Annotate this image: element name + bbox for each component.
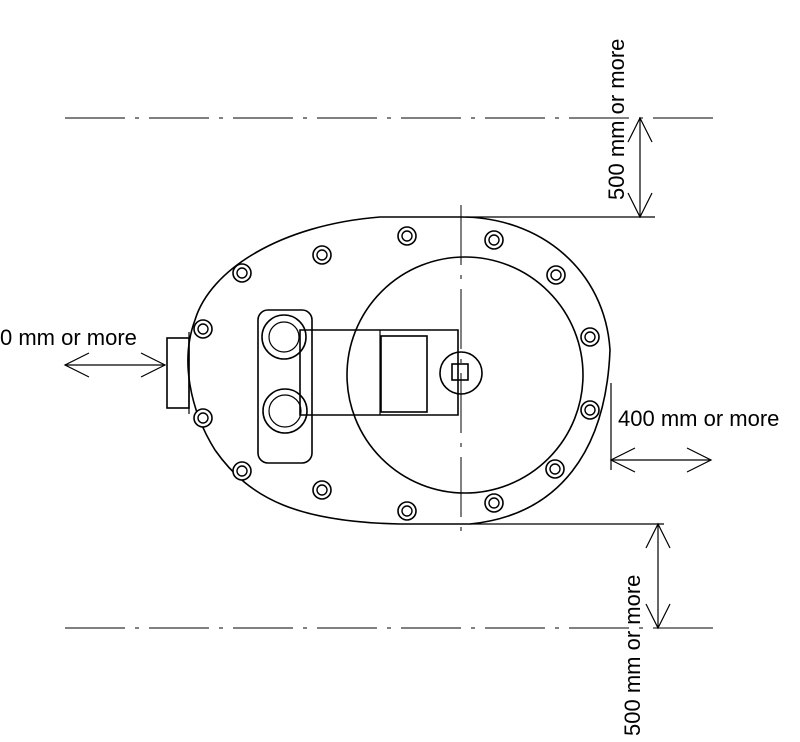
robot-base-outline [187, 216, 611, 525]
bolt-icon [193, 319, 213, 339]
bolt-icon [397, 501, 417, 521]
shaft-key [451, 363, 469, 381]
bolt-icon [546, 265, 566, 285]
cable-connector [166, 337, 190, 409]
bolt-icon [580, 400, 600, 420]
bolt-icon [232, 461, 252, 481]
bolt-icon [397, 226, 417, 246]
motor-cap-upper [261, 314, 307, 360]
bolt-icon [193, 408, 213, 428]
base-bolts [193, 226, 600, 521]
left-clearance-label: 0 mm or more [0, 325, 137, 350]
motor-cap-lower [262, 388, 308, 434]
shaft-outer [439, 351, 483, 395]
right-clearance-label: 400 mm or more [618, 406, 779, 431]
bolt-icon [484, 493, 504, 513]
top-clearance-label: 500 mm or more [604, 39, 629, 200]
arm-joint-block [380, 335, 428, 413]
bolt-icon [232, 263, 252, 283]
bolt-icon [484, 230, 504, 250]
motor-cap-upper-inner [268, 321, 300, 353]
bolt-icon [580, 327, 600, 347]
bolt-icon [545, 459, 565, 479]
bolt-icon [312, 245, 332, 265]
left-dimension-arrow [63, 352, 167, 378]
motor-cap-lower-inner [268, 394, 302, 428]
bolt-icon [312, 480, 332, 500]
bottom-clearance-label: 500 mm or more [620, 575, 645, 736]
arm-body [299, 329, 459, 416]
right-dimension-arrow [609, 447, 713, 473]
bottom-dimension-arrow [645, 522, 671, 630]
motor-housing [257, 309, 313, 464]
top-dimension-arrow [627, 116, 653, 219]
joint-housing-circle [346, 256, 584, 494]
